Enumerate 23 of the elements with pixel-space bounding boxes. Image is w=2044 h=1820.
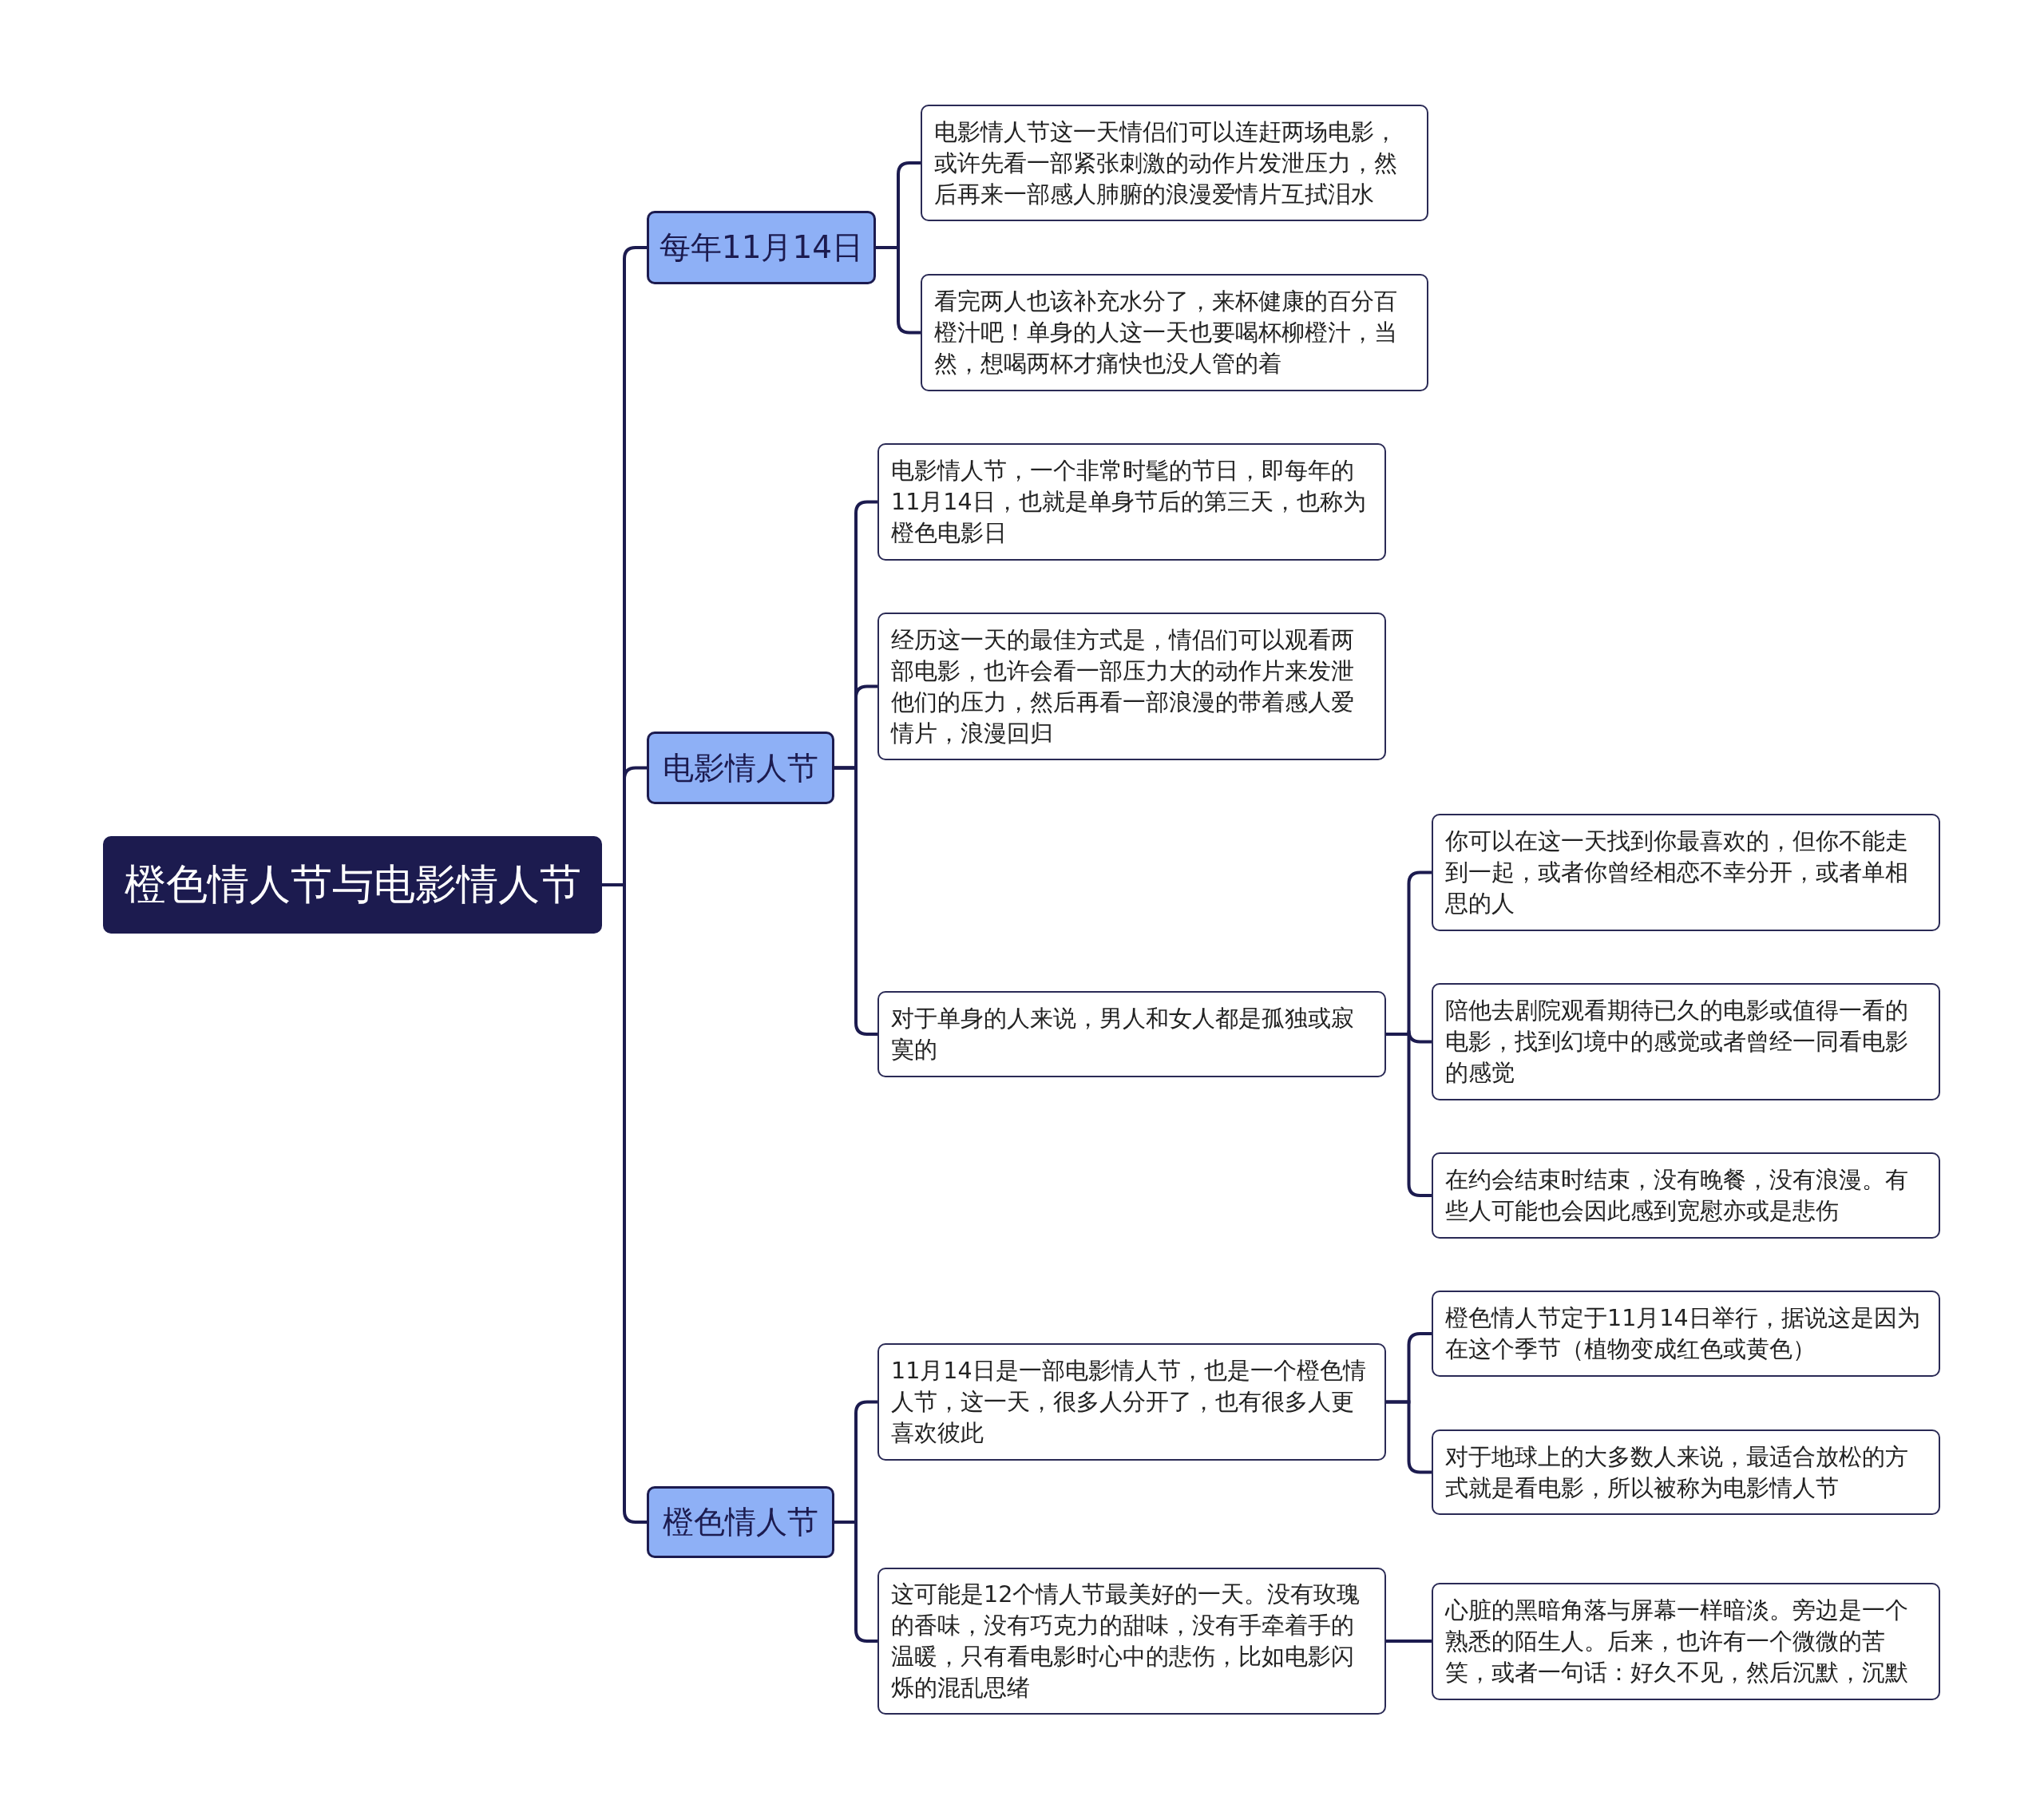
connector-line <box>1386 1400 1432 1474</box>
subtopic-box: 你可以在这一天找到你最喜欢的，但你不能走到一起，或者你曾经相恋不幸分开，或者单相思的人 <box>1432 814 1940 931</box>
topic-box: 电影情人节 <box>647 732 834 804</box>
connector-line <box>876 246 921 335</box>
topic-box: 每年11月14日 <box>647 211 876 284</box>
connector-line <box>834 1521 877 1643</box>
subtopic-box: 在约会结束时结束，没有晚餐，没有浪漫。有些人可能也会因此感到宽慰亦或是悲伤 <box>1432 1152 1940 1239</box>
subtopic-box: 经历这一天的最佳方式是，情侣们可以观看两部电影，也许会看一部压力大的动作片来发泄他们的压力，然后再看一部浪漫的带着感人爱情片，浪漫回归 <box>877 613 1386 760</box>
subtopic-box: 心脏的黑暗角落与屏幕一样暗淡。旁边是一个熟悉的陌生人。后来，也许有一个微微的苦笑，或者一句话：好久不见，然后沉默，沉默 <box>1432 1583 1940 1700</box>
subtopic-box: 陪他去剧院观看期待已久的电影或值得一看的电影，找到幻境中的感觉或者曾经一同看电影的感觉 <box>1432 983 1940 1100</box>
subtopic-box: 看完两人也该补充水分了，来杯健康的百分百橙汁吧！单身的人这一天也要喝杯柳橙汁，当然，想喝两杯才痛快也没人管的着 <box>921 274 1428 391</box>
central-topic-box: 橙色情人节与电影情人节 <box>103 836 602 934</box>
topic-box: 橙色情人节 <box>647 1486 834 1558</box>
subtopic-box: 这可能是12个情人节最美好的一天。没有玫瑰的香味，没有巧克力的甜味，没有手牵着手的温暖，只有看电影时心中的悲伤，比如电影闪烁的混乱思绪 <box>877 1568 1386 1715</box>
connector-line <box>834 766 877 1036</box>
subtopic-box: 橙色情人节定于11月14日举行，据说这是因为在这个季节（植物变成红色或黄色） <box>1432 1291 1940 1377</box>
subtopic-box: 11月14日是一部电影情人节，也是一个橙色情人节，这一天，很多人分开了，也有很多人更喜欢彼此 <box>877 1343 1386 1461</box>
connector-line <box>1386 1640 1432 1643</box>
subtopic-box: 电影情人节这一天情侣们可以连赶两场电影，或许先看一部紧张刺激的动作片发泄压力，然后再来一部感人肺腑的浪漫爱情片互拭泪水 <box>921 105 1428 221</box>
connector-line <box>1386 1033 1432 1197</box>
subtopic-box: 对于单身的人来说，男人和女人都是孤独或寂寞的 <box>877 991 1386 1077</box>
subtopic-box: 电影情人节，一个非常时髦的节日，即每年的11月14日，也就是单身节后的第三天，也称为橙色电影日 <box>877 443 1386 561</box>
subtopic-box: 对于地球上的大多数人来说，最适合放松的方式就是看电影，所以被称为电影情人节 <box>1432 1429 1940 1515</box>
